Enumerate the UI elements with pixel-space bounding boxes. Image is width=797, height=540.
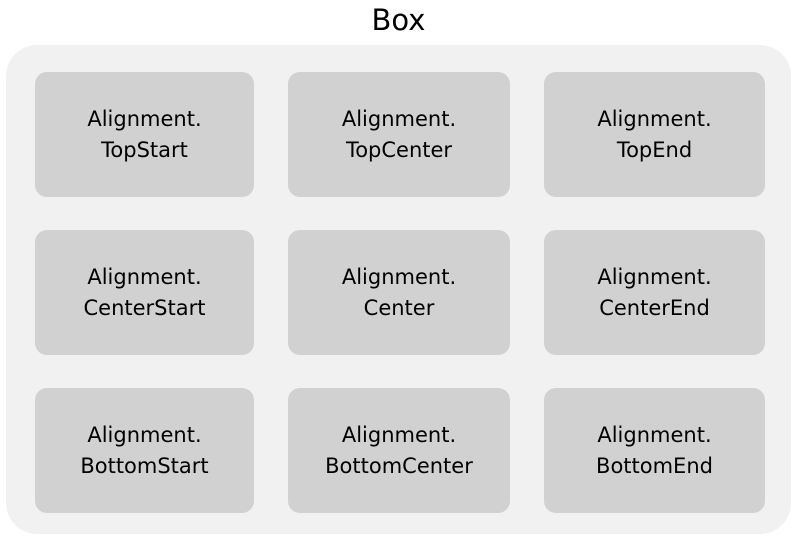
alignment-cell-bottomstart[interactable]: Alignment. BottomStart (35, 388, 254, 513)
alignment-cell-prefix: Alignment. (87, 264, 202, 289)
alignment-cell-value: TopEnd (616, 137, 693, 162)
alignment-cell-bottomend[interactable]: Alignment. BottomEnd (544, 388, 765, 513)
alignment-cell-bottomcenter[interactable]: Alignment. BottomCenter (288, 388, 510, 513)
alignment-cell-prefix: Alignment. (597, 264, 712, 289)
alignment-cell-prefix: Alignment. (341, 264, 457, 289)
alignment-cell-value: TopCenter (345, 137, 453, 162)
page-title: Box (371, 3, 426, 37)
alignment-cell-prefix: Alignment. (341, 106, 457, 131)
alignment-cell-prefix: Alignment. (341, 422, 457, 447)
alignment-cell-prefix: Alignment. (597, 106, 712, 131)
alignment-cell-topend[interactable]: Alignment. TopEnd (544, 72, 765, 197)
alignment-cell-prefix: Alignment. (87, 106, 202, 131)
alignment-cell-centerend[interactable]: Alignment. CenterEnd (544, 230, 765, 355)
alignment-grid: Alignment. TopStart Alignment. TopCenter… (35, 72, 766, 513)
box-container: Alignment. TopStart Alignment. TopCenter… (6, 45, 791, 534)
alignment-cell-topstart[interactable]: Alignment. TopStart (35, 72, 254, 197)
alignment-cell-center[interactable]: Alignment. Center (288, 230, 510, 355)
alignment-cell-centerstart[interactable]: Alignment. CenterStart (35, 230, 254, 355)
alignment-cell-value: BottomCenter (325, 453, 473, 478)
alignment-cell-prefix: Alignment. (87, 422, 202, 447)
alignment-cell-topcenter[interactable]: Alignment. TopCenter (288, 72, 510, 197)
alignment-cell-value: BottomEnd (596, 453, 713, 478)
alignment-cell-value: Center (363, 295, 435, 320)
alignment-cell-value: CenterEnd (599, 295, 710, 320)
alignment-cell-value: CenterStart (83, 295, 206, 320)
alignment-cell-prefix: Alignment. (597, 422, 712, 447)
alignment-cell-value: TopStart (101, 137, 188, 162)
alignment-cell-value: BottomStart (80, 453, 209, 478)
